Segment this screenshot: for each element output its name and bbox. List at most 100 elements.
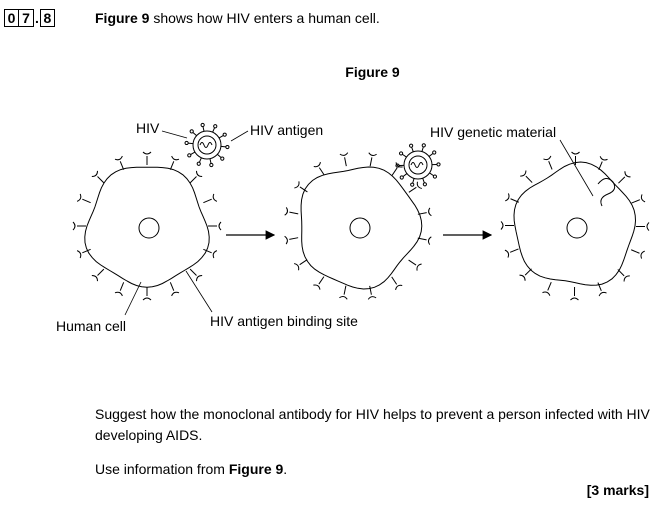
question-number: 0 7 . 8	[4, 9, 55, 27]
hiv-antigen-tip	[436, 162, 441, 167]
use-info-end: .	[283, 461, 288, 477]
hiv-antigen	[212, 127, 216, 133]
antigen-binding-site	[391, 276, 398, 285]
hiv-antigen	[192, 131, 197, 137]
receptor-cup	[212, 193, 218, 202]
hiv-antigen-tip	[399, 175, 404, 180]
antigen-binding-site	[510, 198, 520, 203]
hiv-antigen-tip	[410, 182, 415, 187]
receptor-cup	[212, 250, 218, 259]
receptor-cup	[284, 207, 289, 216]
hiv-antigen	[411, 146, 414, 152]
antigen-binding-site	[344, 157, 347, 167]
question-digit: 7	[19, 9, 34, 27]
antigen-binding-site	[97, 176, 105, 184]
antigen-binding-site	[189, 176, 197, 184]
intro-text: shows how HIV enters a human cell.	[149, 10, 380, 26]
antigen-binding-site	[417, 237, 427, 241]
receptor-cup	[599, 156, 608, 161]
hiv-antigen	[428, 153, 434, 157]
antigen-binding-site	[598, 161, 603, 171]
receptor-cup	[171, 155, 180, 161]
hiv-antigen-tip	[409, 143, 414, 148]
human-cell	[500, 151, 650, 301]
question-intro: Figure 9 shows how HIV enters a human ce…	[95, 10, 380, 26]
receptor-cup	[195, 170, 203, 178]
label-hiv: HIV	[136, 120, 160, 136]
hiv-antigen-tip	[189, 129, 194, 134]
antigen-binding-site	[618, 176, 626, 184]
leader-binding-site	[185, 270, 213, 313]
receptor-cup	[91, 274, 99, 282]
antigen-binding-site	[617, 269, 625, 277]
cell-nucleus	[138, 217, 160, 239]
receptor-cup	[76, 250, 82, 259]
antigen-binding-site	[119, 161, 125, 170]
receptor-cup	[294, 181, 300, 189]
hiv-virus	[395, 143, 441, 187]
leader-human-cell	[124, 281, 142, 316]
receptor-cup	[520, 170, 527, 177]
hiv-antigen-tip	[432, 174, 438, 179]
hiv-antigen-tip	[422, 182, 427, 187]
receptor-cup	[171, 291, 180, 297]
receptor-cup	[543, 155, 552, 161]
antigen-binding-site	[119, 282, 125, 291]
antigen-binding-site	[289, 237, 299, 240]
receptor-cup	[395, 162, 403, 168]
antigen-binding-site	[299, 186, 308, 193]
antigen-binding-site	[169, 282, 175, 291]
antigen-binding-site	[203, 248, 212, 254]
receptor-cup	[571, 151, 580, 155]
receptor-cup	[542, 291, 551, 296]
figure-title: Figure 9	[345, 64, 400, 80]
use-information-instruction: Use information from Figure 9.	[95, 461, 287, 477]
human-cell	[284, 152, 432, 300]
receptor-cup	[76, 193, 82, 202]
receptor-cup	[640, 194, 646, 203]
hiv-antigen	[209, 158, 212, 164]
receptor-cup	[505, 193, 510, 202]
hiv-antigen	[218, 134, 224, 139]
receptor-cup	[114, 155, 123, 161]
hiv-antigen	[198, 157, 202, 163]
hiv-antigen	[421, 146, 424, 152]
human-cell	[72, 151, 222, 301]
viral-rna	[410, 162, 424, 168]
receptor-cup	[504, 249, 510, 258]
hiv-antigen-tip	[184, 140, 189, 146]
antigen-binding-site	[548, 160, 553, 170]
hiv-antigen	[422, 178, 425, 184]
antigen-binding-site	[299, 259, 308, 266]
antigen-binding-site	[318, 167, 325, 176]
antigen-binding-site	[169, 161, 175, 170]
antigen-binding-site	[82, 198, 91, 204]
hiv-genetic-material	[597, 178, 616, 207]
antigen-binding-site	[391, 167, 398, 176]
antigen-binding-site	[631, 199, 641, 204]
antigen-binding-site	[82, 248, 91, 254]
cell-membrane	[84, 166, 210, 288]
question-dot: .	[35, 10, 39, 26]
virus-core	[197, 135, 217, 155]
receptor-cup	[624, 171, 631, 178]
leader-genetic-material	[559, 139, 594, 197]
receptor-cup	[368, 152, 377, 157]
receptor-cup	[500, 221, 504, 230]
receptor-cup	[72, 221, 76, 231]
receptor-cup	[313, 161, 321, 168]
receptor-cup	[598, 291, 607, 297]
antigen-binding-site	[524, 268, 532, 276]
receptor-cup	[416, 263, 422, 271]
antigen-binding-site	[318, 276, 325, 285]
receptor-cup	[284, 235, 288, 245]
antigen-binding-site	[597, 282, 602, 292]
antigen-binding-site	[408, 259, 417, 266]
hiv-antigen-tip	[432, 150, 437, 155]
use-info-figure-ref: Figure 9	[228, 461, 284, 477]
antigen-binding-site	[525, 175, 533, 183]
cell-nucleus	[566, 217, 588, 239]
hiv-antigen	[202, 126, 205, 132]
hiv-antigen-tip	[200, 122, 205, 128]
